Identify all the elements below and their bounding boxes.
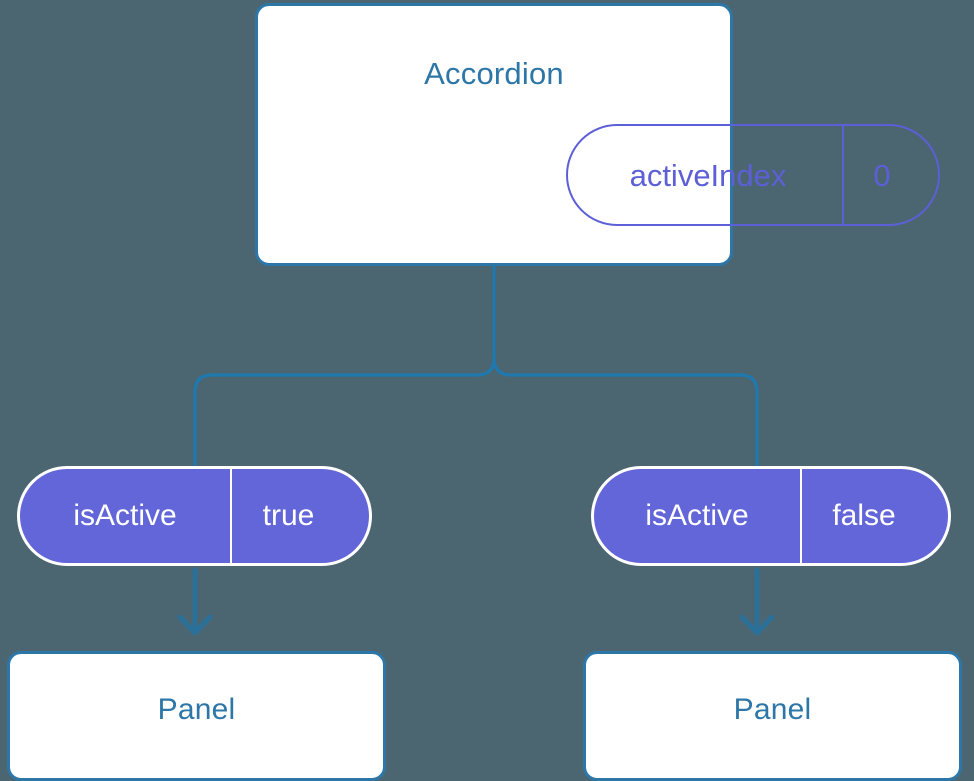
component-node-accordion[interactable]: Accordion activeIndex 0: [255, 3, 940, 266]
state-pill-value: 0: [873, 157, 891, 193]
panel-title: Panel: [157, 693, 236, 726]
component-node-panel-right[interactable]: Panel: [583, 651, 962, 781]
prop-pill-key: isActive: [20, 469, 232, 563]
panel-title: Panel: [733, 693, 812, 726]
state-pill-key: activeIndex: [568, 126, 844, 224]
prop-pill-isactive-true[interactable]: isActive true: [17, 466, 372, 566]
prop-pill-isactive-false[interactable]: isActive false: [591, 466, 951, 566]
connector-branch-right: [492, 356, 759, 468]
connector-trunk-split: [193, 264, 496, 468]
arrow-left-head: [177, 614, 213, 636]
prop-pill-value: false: [832, 499, 896, 532]
prop-pill-key: isActive: [594, 469, 802, 563]
state-pill-activeindex[interactable]: activeIndex 0: [566, 124, 940, 226]
component-node-panel-left[interactable]: Panel: [7, 651, 386, 781]
accordion-title: Accordion: [424, 56, 564, 91]
prop-pill-value: true: [262, 499, 315, 532]
arrow-right-head: [739, 614, 775, 636]
